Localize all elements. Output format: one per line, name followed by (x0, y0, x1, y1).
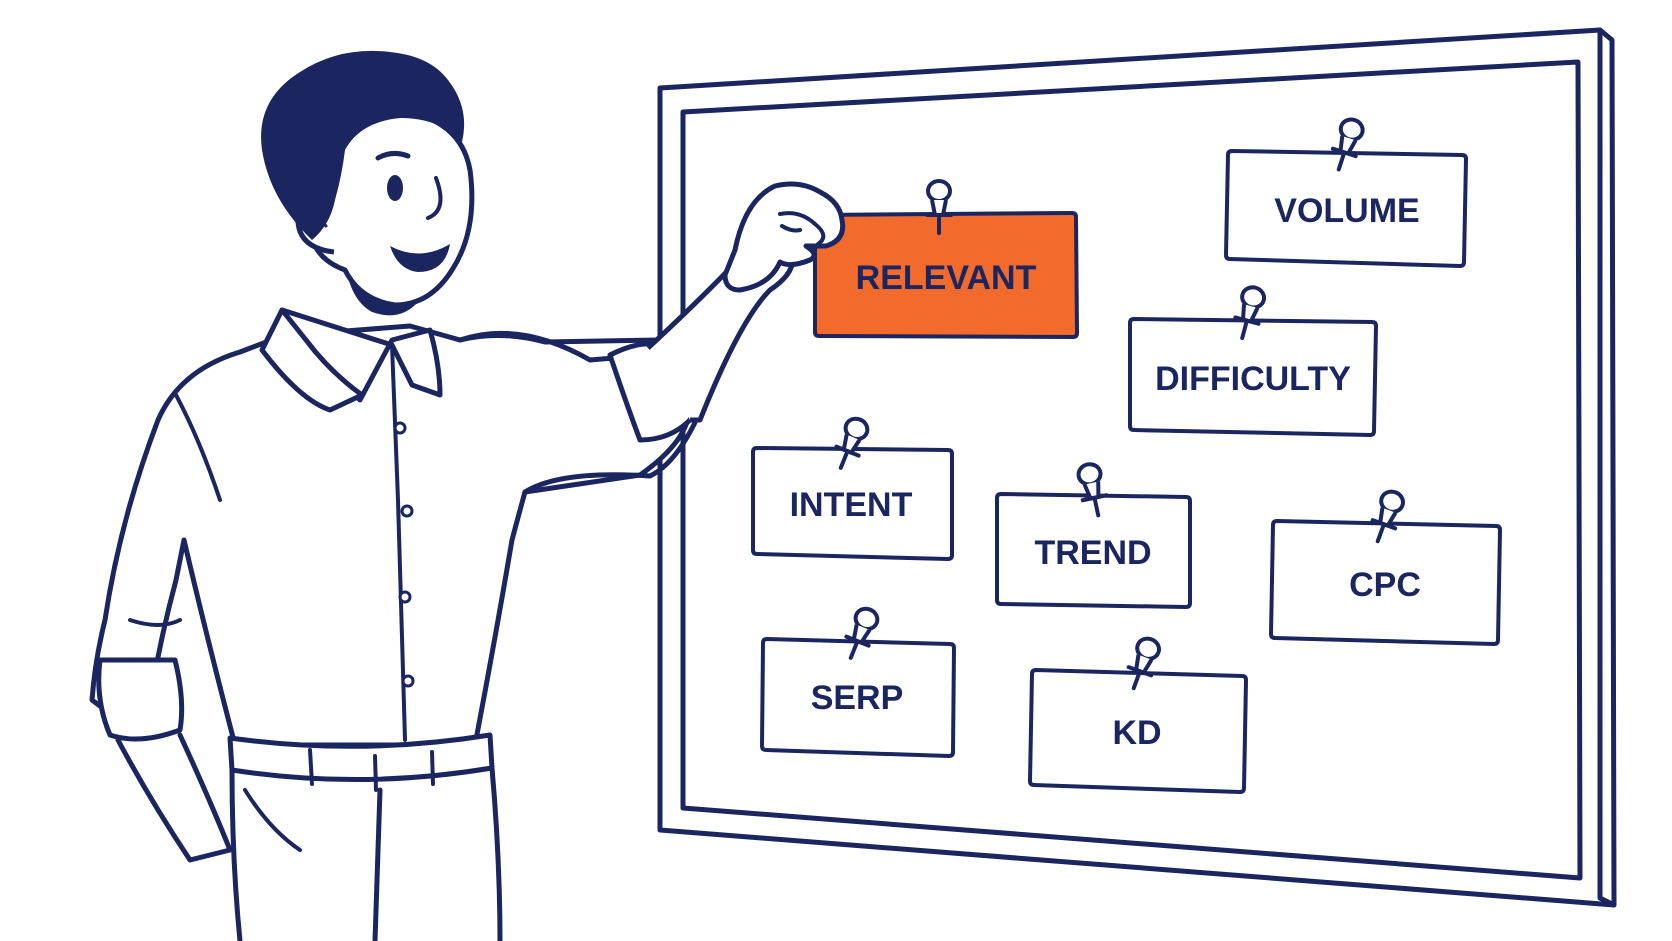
card-difficulty[interactable]: DIFFICULTY (1128, 285, 1379, 438)
card-cpc[interactable]: CPC (1268, 488, 1503, 647)
push-pin-icon (834, 416, 870, 470)
hair (261, 50, 465, 240)
card-serp[interactable]: SERP (759, 605, 957, 759)
man-pinning-card (89, 50, 846, 941)
card-label-trend: TREND (1034, 534, 1151, 572)
eye (387, 175, 403, 201)
card-group: RELEVANT VOLUME DIFFICULTY (751, 116, 1503, 795)
card-label-cpc: CPC (1349, 566, 1421, 604)
card-label-difficulty: DIFFICULTY (1155, 360, 1351, 398)
smile (390, 244, 450, 272)
card-label-relevant: RELEVANT (856, 259, 1037, 297)
left-sleeve (96, 657, 185, 742)
card-relevant[interactable]: RELEVANT (813, 179, 1080, 340)
card-label-volume: VOLUME (1274, 192, 1419, 230)
hand (722, 181, 846, 293)
push-pin-icon (1330, 117, 1365, 172)
push-pin-icon (844, 606, 880, 660)
card-label-intent: INTENT (790, 486, 913, 524)
card-intent[interactable]: INTENT (751, 415, 954, 562)
card-trend[interactable]: TREND (995, 462, 1192, 610)
push-pin-icon (1233, 285, 1267, 340)
card-label-kd: KD (1112, 714, 1161, 752)
pinboard (657, 27, 1617, 908)
push-pin-icon (1370, 489, 1405, 544)
card-label-serp: SERP (811, 679, 904, 717)
card-volume[interactable]: VOLUME (1223, 116, 1469, 269)
push-pin-icon (1076, 462, 1109, 518)
push-pin-icon (1126, 636, 1161, 691)
push-pin-icon (925, 179, 953, 235)
card-kd[interactable]: KD (1027, 635, 1249, 795)
